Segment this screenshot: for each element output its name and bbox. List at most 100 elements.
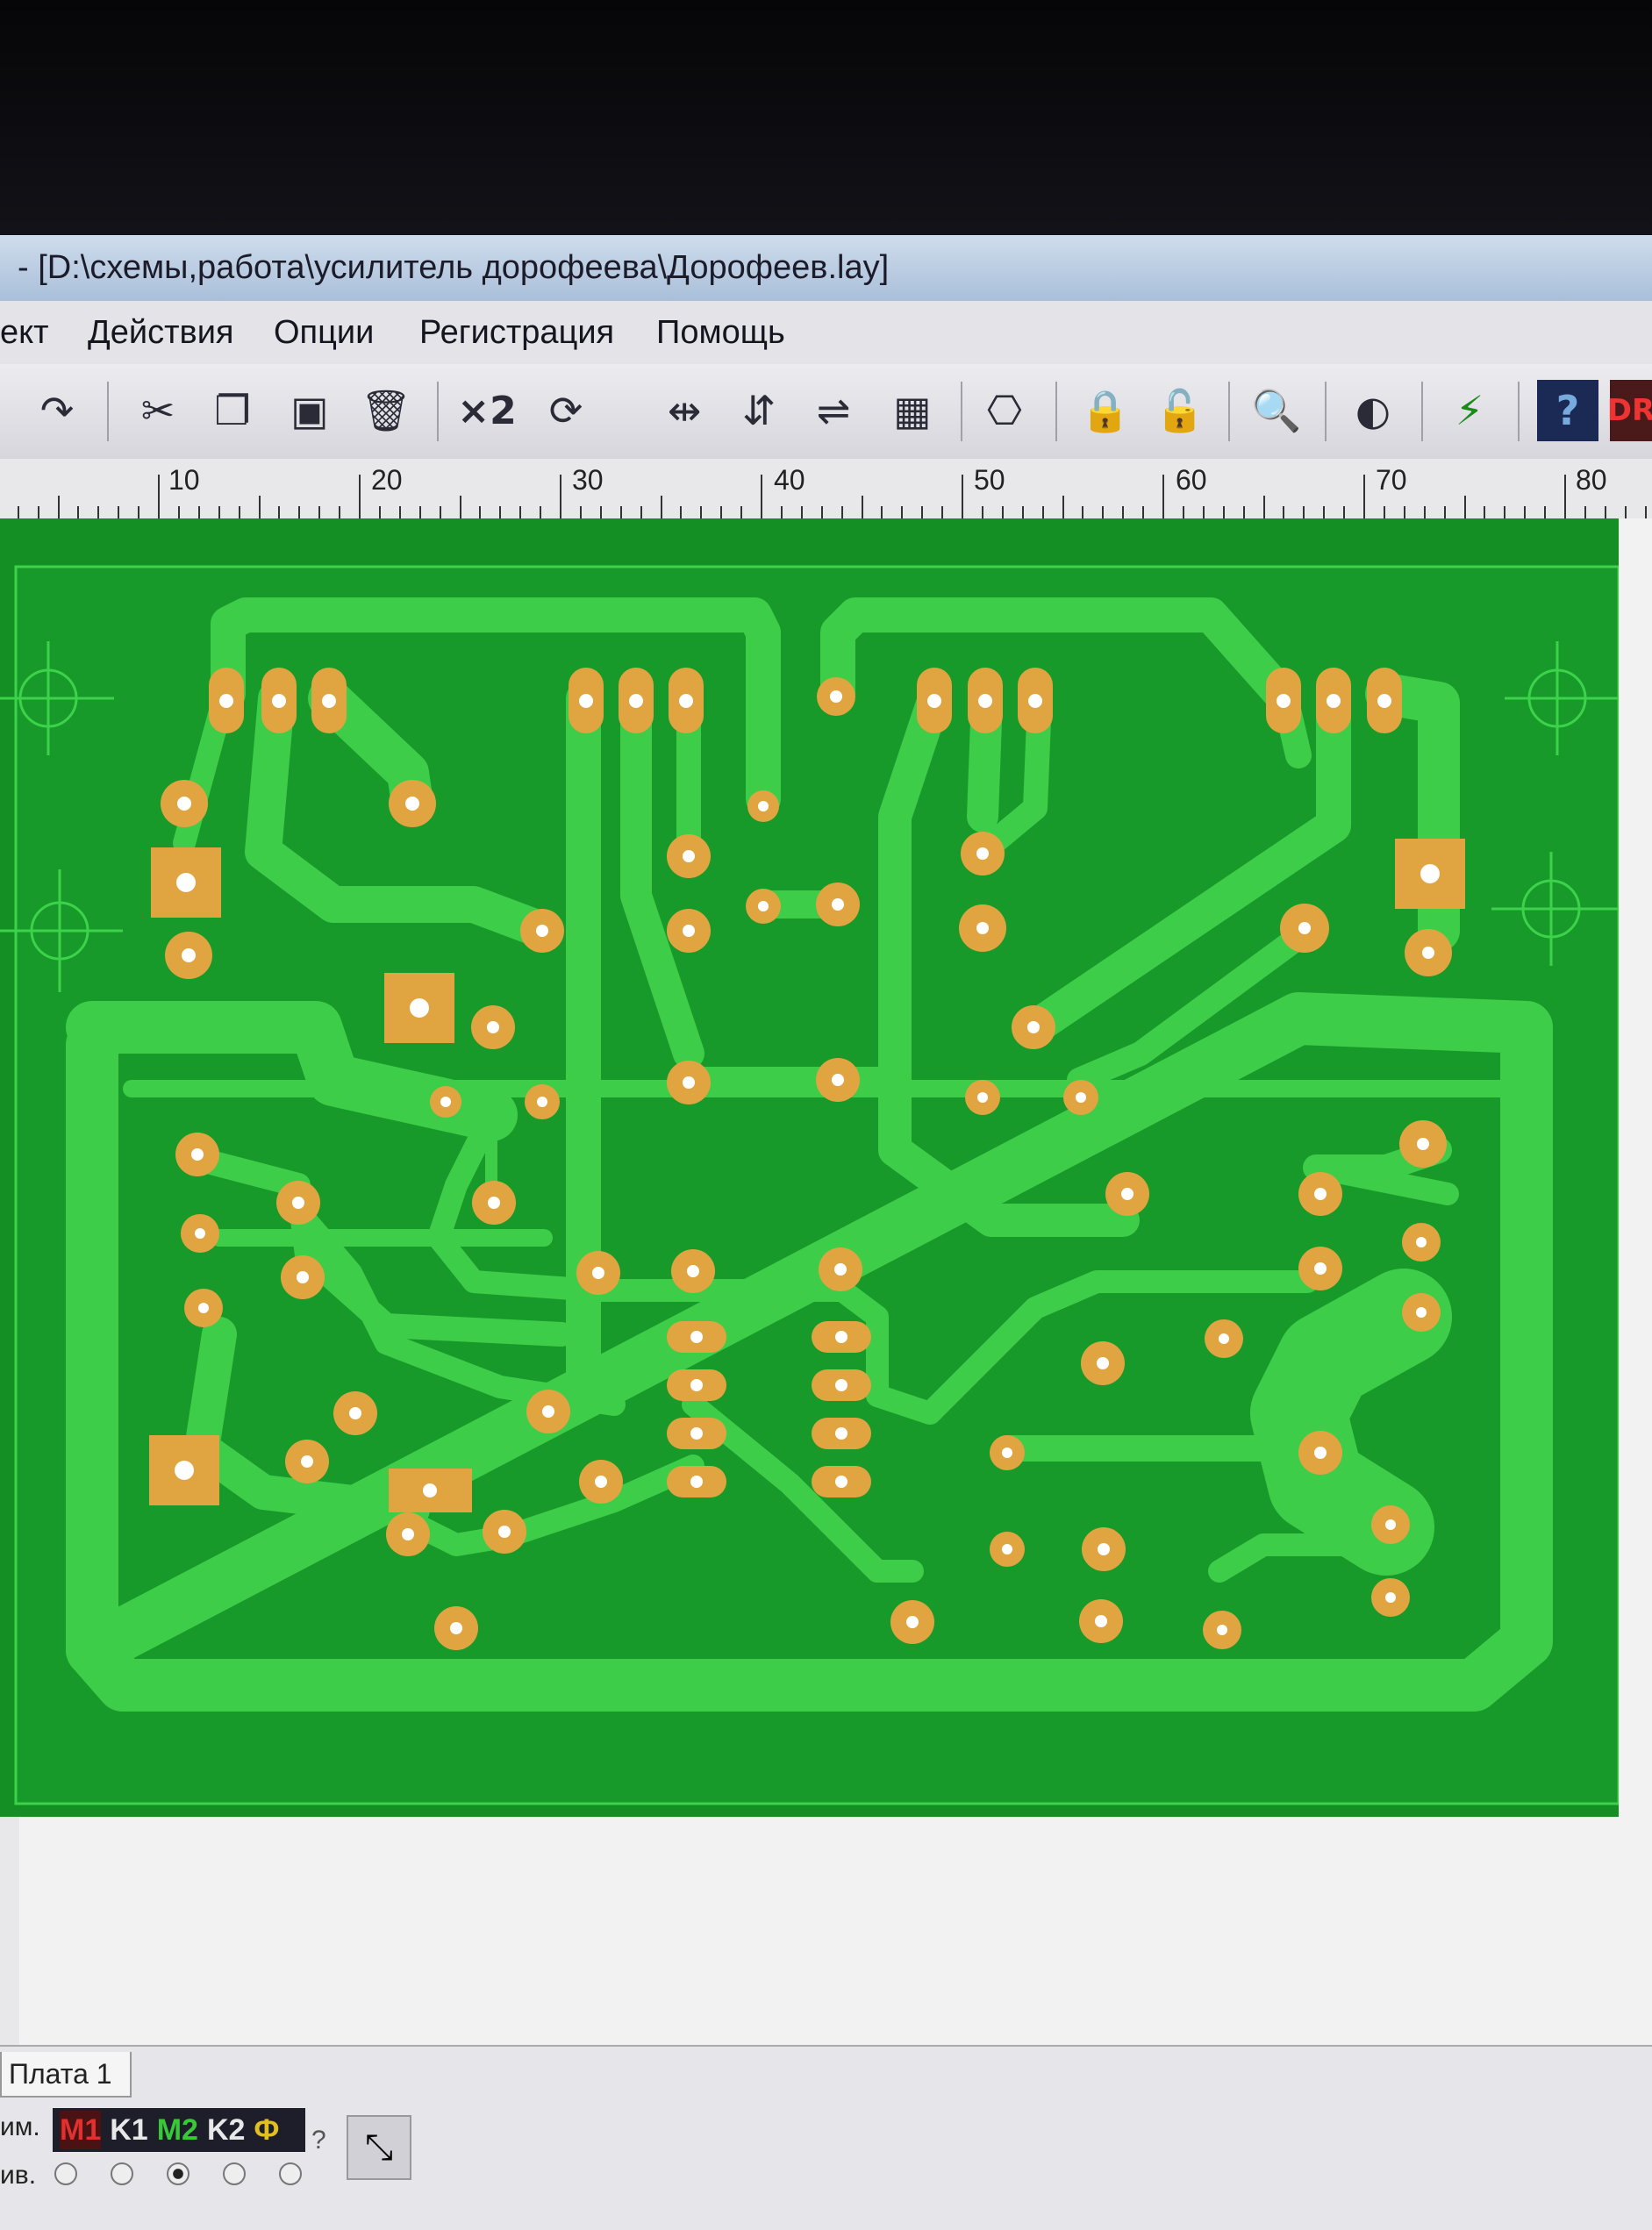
mirror-h-icon[interactable]: ⇹: [667, 387, 702, 434]
menu-item-help[interactable]: Помощь: [656, 314, 785, 351]
menu-item-actions[interactable]: Действия: [88, 314, 234, 351]
ruler-tick: [258, 496, 261, 518]
ruler-tick: [579, 506, 582, 518]
toolbar-separator: [1421, 382, 1423, 441]
menu-item-registration[interactable]: Регистрация: [419, 314, 615, 351]
contrast-icon[interactable]: ◐: [1355, 387, 1391, 434]
pcb-layout[interactable]: [0, 518, 1619, 1817]
ruler-tick: [17, 506, 19, 518]
ruler-label: 10: [168, 464, 200, 496]
duplicate-icon[interactable]: ×2: [457, 388, 517, 433]
ruler-tick: [941, 506, 944, 518]
ruler-tick: [278, 506, 281, 518]
ruler-tick: [1222, 506, 1225, 518]
ruler-tick: [901, 506, 904, 518]
layer-m1-button[interactable]: M1: [60, 2111, 102, 2149]
ruler-tick: [1604, 506, 1606, 518]
ruler-label: 40: [774, 464, 805, 496]
ruler-tick: [740, 506, 743, 518]
mirror-v-icon[interactable]: ⇵: [741, 387, 776, 434]
ruler-tick: [640, 506, 642, 518]
layer-m2-button[interactable]: M2: [156, 2113, 198, 2147]
ruler-tick: [218, 506, 220, 518]
toolbar-separator: [107, 382, 109, 441]
help-icon[interactable]: ?: [1537, 380, 1598, 441]
ruler-tick: [459, 496, 461, 518]
layer-f-button[interactable]: Ф: [254, 2113, 280, 2147]
visible-layers-label: им.: [0, 2112, 40, 2141]
tab-board-1[interactable]: Плата 1: [0, 2052, 132, 2098]
lock-icon[interactable]: 🔒: [1080, 386, 1131, 434]
layer-help-mark[interactable]: ?: [311, 2126, 326, 2155]
ruler-tick: [37, 506, 39, 518]
cut-icon[interactable]: ✂: [140, 387, 175, 434]
ruler-tick: [318, 506, 321, 518]
track-tool-icon[interactable]: ⤡: [347, 2115, 411, 2180]
layer-k1-button[interactable]: K1: [110, 2113, 148, 2147]
ruler-tick: [359, 475, 361, 518]
ruler-tick: [1403, 506, 1405, 518]
ruler-label: 20: [371, 464, 403, 496]
ruler-tick: [138, 506, 140, 518]
layer-radio-m1[interactable]: [54, 2162, 77, 2185]
ruler-tick: [560, 475, 561, 518]
ruler-tick: [761, 475, 762, 518]
paste-icon[interactable]: ▣: [290, 387, 329, 434]
ruler-tick: [780, 506, 783, 518]
horizontal-ruler: 10 20 30 40 50 60 70 80: [0, 459, 1652, 520]
ruler-tick: [418, 506, 421, 518]
rotate-icon[interactable]: ⟳: [548, 387, 583, 434]
menu-item-options[interactable]: Опции: [274, 314, 375, 351]
ruler-label: 60: [1176, 464, 1207, 496]
ruler-tick: [1343, 506, 1346, 518]
zoom-icon[interactable]: 🔍: [1251, 386, 1302, 434]
redo-icon[interactable]: ↷: [39, 387, 75, 434]
connection-icon[interactable]: ⎔: [986, 387, 1023, 434]
ruler-tick: [479, 506, 482, 518]
ruler-tick: [619, 506, 622, 518]
drc-icon[interactable]: DR: [1607, 380, 1652, 441]
toolbar-separator: [1518, 382, 1520, 441]
layer-radio-f[interactable]: [279, 2162, 302, 2185]
ruler-tick: [1262, 496, 1265, 518]
autoroute-icon[interactable]: ⚡: [1455, 387, 1484, 434]
ruler-tick: [1644, 506, 1647, 518]
ruler-tick: [519, 506, 522, 518]
layer-radio-k2[interactable]: [223, 2162, 246, 2185]
ruler-tick: [1303, 506, 1305, 518]
ruler-tick: [118, 506, 120, 518]
ruler-tick: [1564, 475, 1566, 518]
ruler-tick: [700, 506, 703, 518]
delete-icon[interactable]: 🗑: [360, 386, 412, 434]
ruler-tick: [57, 496, 60, 518]
group-icon[interactable]: ▦: [893, 387, 932, 434]
copy-icon[interactable]: ❐: [214, 387, 251, 434]
ruler-tick: [197, 506, 200, 518]
ruler-tick: [921, 506, 924, 518]
window-title: - [D:\схемы,работа\усилитель дорофеева\Д…: [18, 249, 890, 286]
ruler-tick: [680, 506, 683, 518]
ruler-tick: [158, 475, 160, 518]
ruler-tick: [499, 506, 502, 518]
ruler-tick: [1082, 506, 1084, 518]
active-layer-label: ив.: [0, 2161, 37, 2190]
toolbar-separator: [437, 382, 439, 441]
ruler-tick: [339, 506, 341, 518]
layer-radio-k1[interactable]: [111, 2162, 133, 2185]
ruler-label: 30: [572, 464, 604, 496]
unlock-icon[interactable]: 🔓: [1155, 386, 1205, 434]
layer-radio-m2[interactable]: [167, 2162, 190, 2185]
layer-k2-button[interactable]: K2: [206, 2113, 246, 2147]
ruler-tick: [1524, 506, 1527, 518]
ruler-tick: [1624, 506, 1627, 518]
ruler-tick: [1062, 496, 1064, 518]
ruler-tick: [298, 506, 301, 518]
align-icon[interactable]: ⇌: [816, 387, 851, 434]
ruler-tick: [1484, 506, 1486, 518]
ruler-tick: [398, 506, 401, 518]
menu-item-project[interactable]: ект: [0, 314, 49, 351]
ruler-tick: [1202, 506, 1205, 518]
ruler-tick: [861, 496, 863, 518]
pcb-board[interactable]: [0, 518, 1619, 1817]
ruler-tick: [962, 475, 963, 518]
